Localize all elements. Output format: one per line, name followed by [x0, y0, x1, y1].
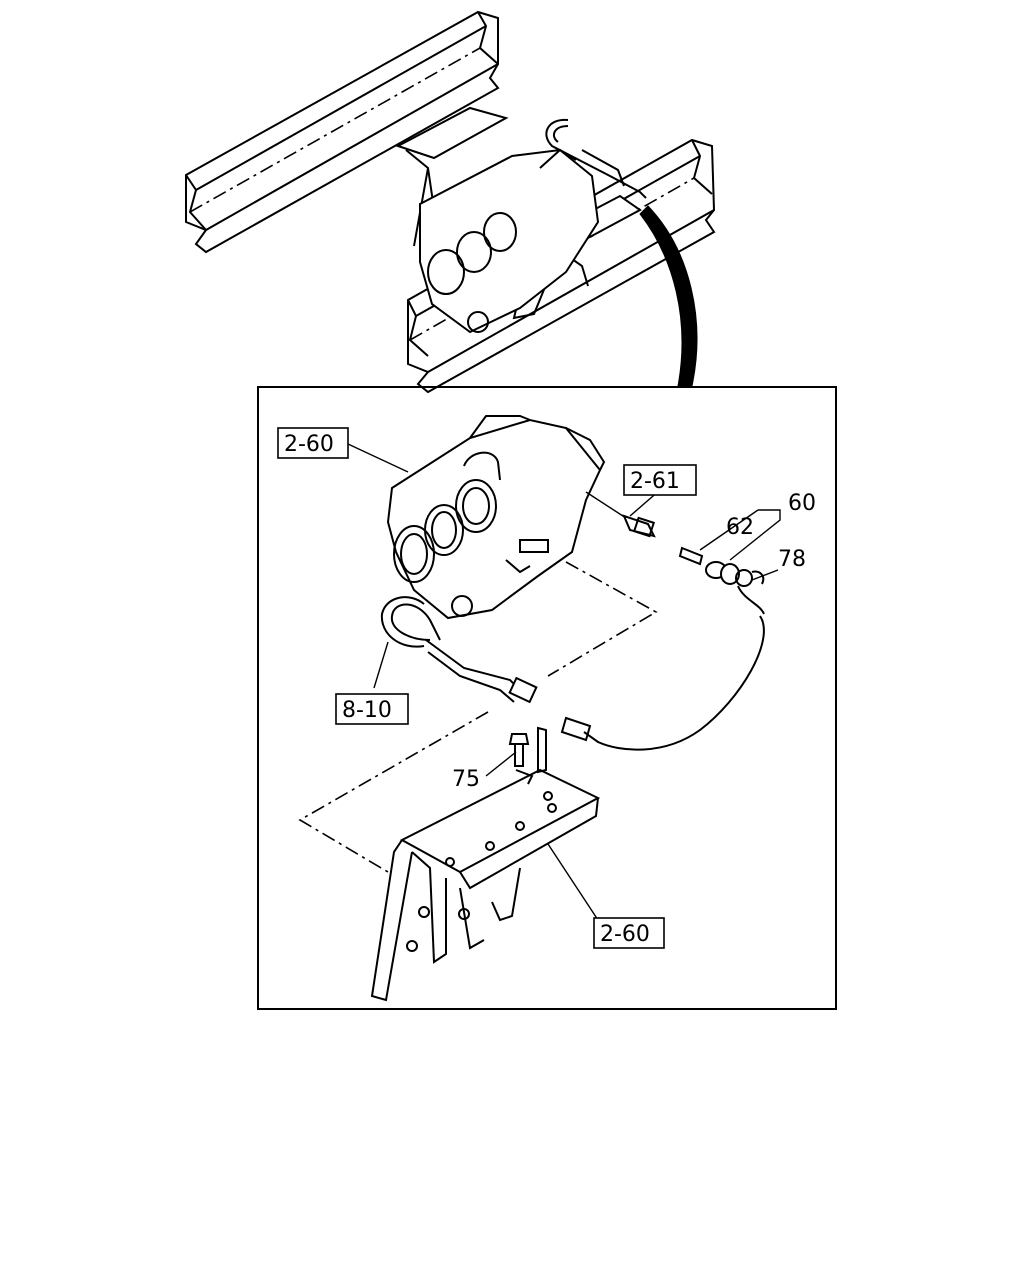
overview-illustration — [185, 10, 716, 394]
part-62-pin — [678, 546, 704, 566]
detail-leader-arrow — [639, 205, 698, 387]
overview-harness — [545, 118, 647, 199]
callout-harness-text: 8-10 — [342, 698, 392, 723]
sensor-cable — [583, 615, 765, 751]
callout-62: 62 — [726, 515, 754, 540]
callout-75: 75 — [452, 767, 480, 792]
callout-bracket: 2-60 — [593, 917, 665, 949]
callout-bracket-text: 2-60 — [600, 922, 650, 947]
detail-frame — [257, 386, 837, 1010]
callout-sensor-text: 2-61 — [630, 469, 680, 494]
callout-60: 60 — [788, 491, 816, 516]
transmission-housing-detail — [386, 415, 606, 620]
callout-78: 78 — [778, 547, 806, 572]
alignment-lines — [298, 561, 658, 873]
wiring-harness-detail — [380, 596, 538, 704]
bolt-75 — [508, 733, 530, 767]
frame-rail-upper — [185, 10, 500, 254]
part-60-connector — [705, 561, 765, 615]
overview-housing — [419, 148, 600, 334]
callout-housing-top: 2-60 — [277, 427, 349, 459]
leader-lines — [347, 443, 781, 921]
bracket-detail — [370, 726, 601, 1002]
callout-harness: 8-10 — [335, 693, 409, 725]
callout-sensor: 2-61 — [623, 464, 697, 496]
callout-housing-top-text: 2-60 — [284, 432, 334, 457]
speed-sensor-part — [622, 514, 656, 538]
